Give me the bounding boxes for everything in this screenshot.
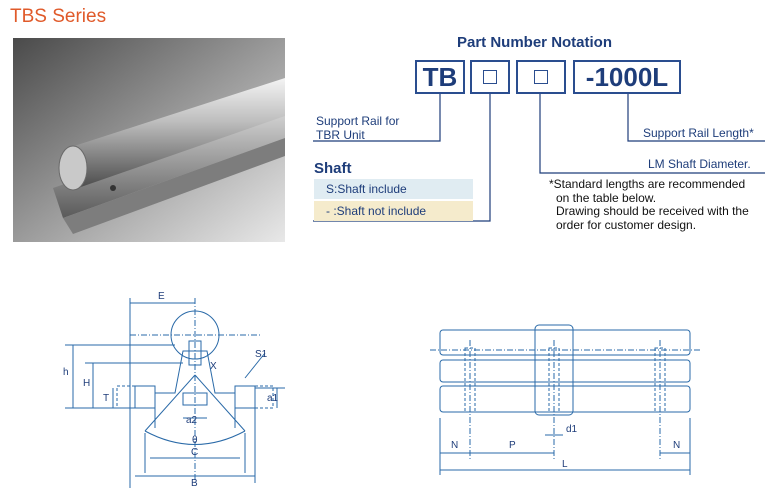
shaft-option-include: S:Shaft include [314, 179, 473, 199]
dim-X: X [210, 361, 217, 372]
dim-d1: d1 [566, 424, 578, 435]
support-rail-label: Support Rail for [316, 114, 400, 128]
dim-E: E [158, 291, 165, 302]
rail-length-label: Support Rail Length* [643, 126, 754, 140]
dim-a2: a2 [186, 415, 198, 426]
dim-B: B [191, 478, 198, 489]
dim-theta: θ [192, 435, 198, 446]
part-prefix-box: TB [415, 60, 465, 94]
square-placeholder-icon [483, 70, 497, 84]
page-title: TBS Series [10, 6, 107, 27]
dim-T: T [103, 393, 109, 404]
dim-P: P [509, 440, 516, 451]
dim-N-left: N [451, 440, 458, 451]
standard-length-note: *Standard lengths are recommended on the… [549, 177, 749, 232]
dim-C: C [191, 447, 198, 458]
part-number-heading: Part Number Notation [457, 34, 613, 51]
cross-section-drawing: E h H T X S1 a2 a1 θ C B [63, 291, 285, 489]
shaft-diameter-label: LM Shaft Diameter. [648, 157, 751, 171]
note-line: Drawing should be received with the [556, 204, 749, 218]
shaft-diameter-box [516, 60, 566, 94]
square-placeholder-icon [534, 70, 548, 84]
dim-S1: S1 [255, 349, 268, 360]
side-view-drawing: N P d1 N L [430, 324, 700, 475]
shaft-heading: Shaft [314, 160, 352, 177]
dim-a1: a1 [267, 393, 279, 404]
support-rail-sublabel: TBR Unit [316, 128, 365, 142]
length-code: -1000L [585, 61, 669, 92]
shaft-option-box [470, 60, 510, 94]
dim-H: H [83, 378, 90, 389]
shaft-option-not-include: - :Shaft not include [314, 201, 473, 221]
dim-L: L [562, 459, 568, 470]
product-photo [13, 38, 285, 242]
dim-h: h [63, 367, 69, 378]
note-line: order for customer design. [556, 217, 697, 232]
shaft-option-include-text: S:Shaft include [326, 182, 407, 196]
note-line: *Standard lengths are recommended [549, 177, 746, 191]
shaft-option-not-include-text: - :Shaft not include [326, 204, 427, 218]
length-code-box: -1000L [573, 60, 681, 94]
note-line: on the table below. [556, 190, 657, 205]
part-prefix: TB [422, 61, 458, 92]
dim-N-right: N [673, 440, 680, 451]
